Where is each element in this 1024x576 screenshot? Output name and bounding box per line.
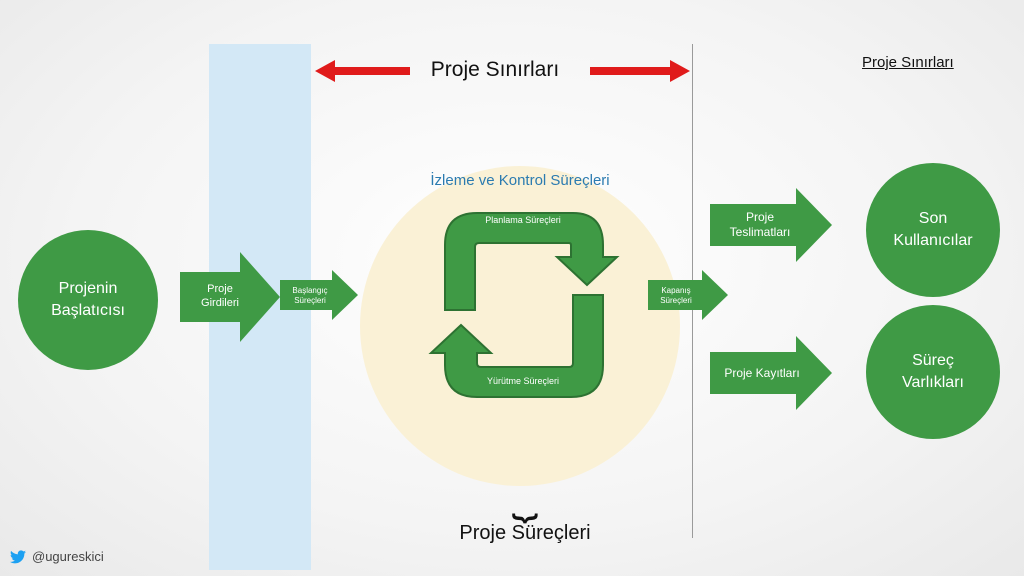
handle-text: @ugureskici <box>32 549 104 564</box>
cycle-diagram <box>428 212 620 398</box>
monitoring-title: İzleme ve Kontrol Süreçleri <box>430 172 610 189</box>
deliverables-arrow <box>710 188 832 262</box>
red-arrow-left <box>315 60 410 82</box>
boundary-title-top: Proje Sınırları <box>430 58 560 81</box>
twitter-handle: @ugureskici <box>10 549 104 564</box>
red-arrow-right <box>590 60 690 82</box>
records-arrow <box>710 336 832 410</box>
boundary-title-right: Proje Sınırları <box>862 54 954 71</box>
curly-brace: ⏟ <box>511 470 539 521</box>
planning-cycle-arrow <box>444 212 620 311</box>
closing-arrow <box>648 270 728 320</box>
processes-title: Proje Süreçleri <box>459 522 591 544</box>
inputs-arrow <box>180 252 280 342</box>
planning-label: Planlama Süreçleri <box>485 215 561 225</box>
executing-label: Yürütme Süreçleri <box>486 376 560 386</box>
initiating-arrow <box>280 270 358 320</box>
records-label: Proje Kayıtları <box>724 365 800 380</box>
twitter-bird-icon <box>10 549 26 563</box>
boundary-arrows <box>315 60 690 82</box>
executing-cycle-arrow <box>428 294 604 398</box>
